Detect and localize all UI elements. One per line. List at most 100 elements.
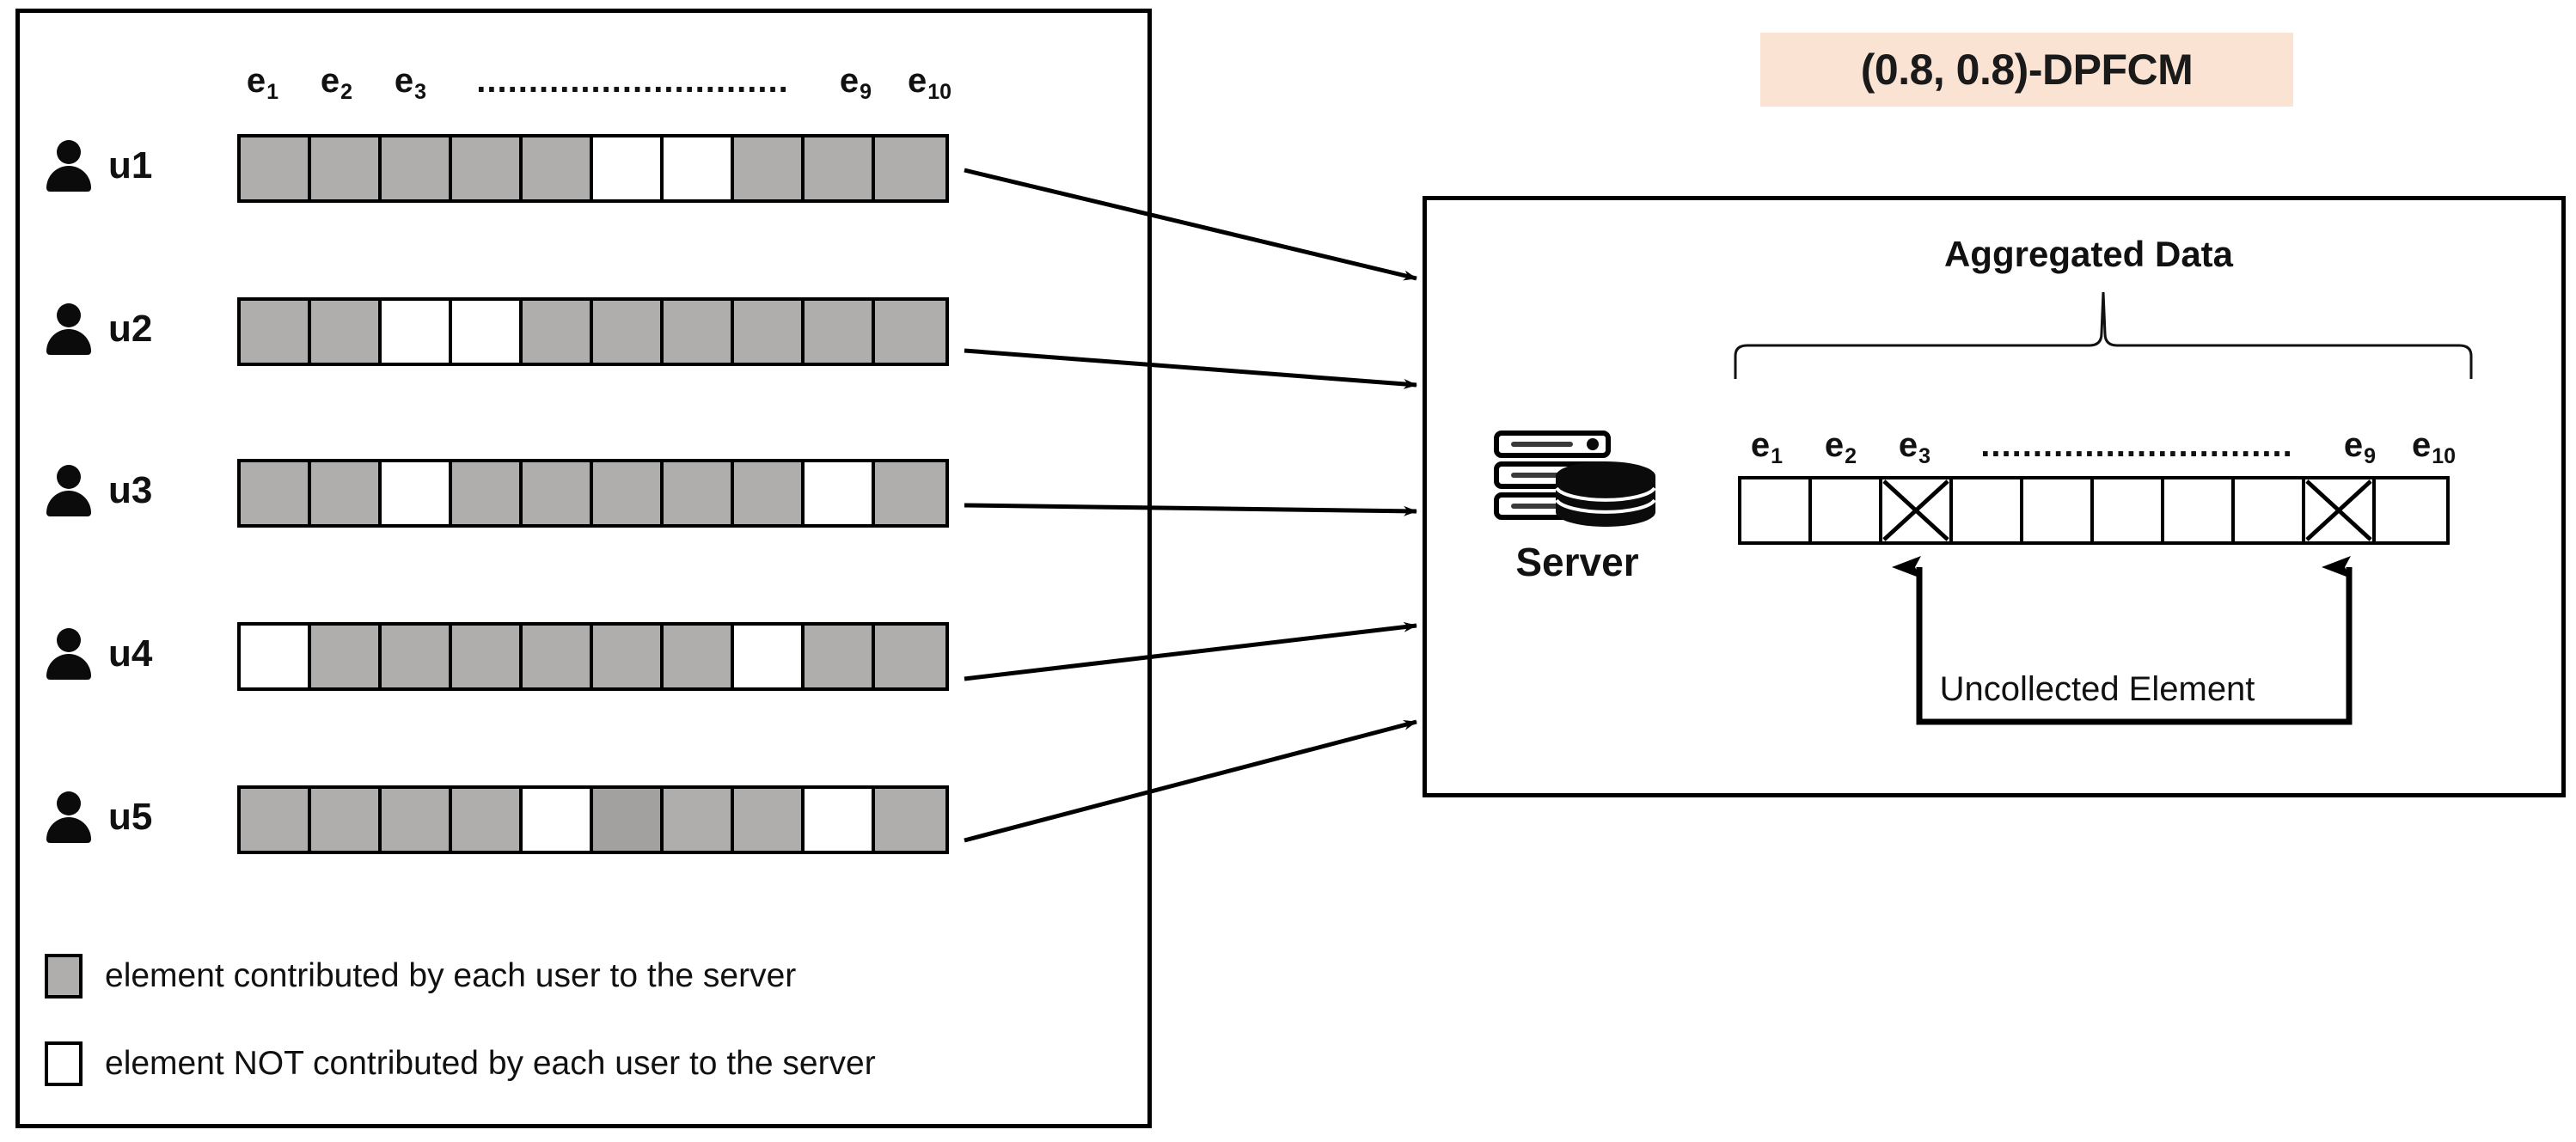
user-icon	[45, 303, 93, 355]
user-icon	[45, 791, 93, 843]
user-u3-cell-1[interactable]	[241, 462, 311, 524]
element-label-e3: e3	[394, 62, 427, 104]
aggregated-cell-1[interactable]	[1741, 479, 1812, 541]
user-u5-cell-6[interactable]	[593, 789, 664, 851]
user-u4-cell-4[interactable]	[452, 626, 523, 687]
user-u2-cell-3[interactable]	[382, 301, 452, 363]
user-u2-cell-10[interactable]	[875, 301, 945, 363]
user-u1-cell-4[interactable]	[452, 137, 523, 199]
agg-element-label-e2: e2	[1824, 426, 1857, 468]
aggregated-cell-8[interactable]	[2235, 479, 2305, 541]
user-u1-cell-3[interactable]	[382, 137, 452, 199]
user-u3-cell-9[interactable]	[805, 462, 875, 524]
server-database-icon	[1491, 431, 1663, 534]
user-u5-cell-10[interactable]	[875, 789, 945, 851]
user-u3-cell-10[interactable]	[875, 462, 945, 524]
user-bitmap-u2[interactable]	[237, 297, 949, 366]
user-u2-cell-6[interactable]	[593, 301, 664, 363]
user-row-u2: u2	[45, 292, 152, 366]
user-row-u3: u3	[45, 454, 152, 528]
element-label-e9: e9	[839, 62, 872, 104]
element-label-e1: e1	[246, 62, 279, 104]
legend-item-contributed: element contributed by each user to the …	[45, 954, 796, 998]
user-u5-cell-5[interactable]	[523, 789, 593, 851]
user-u2-cell-7[interactable]	[664, 301, 734, 363]
aggregated-cell-4[interactable]	[1953, 479, 2023, 541]
user-u1-cell-5[interactable]	[523, 137, 593, 199]
user-icon	[45, 465, 93, 516]
user-icon	[45, 628, 93, 680]
aggregated-cell-2[interactable]	[1812, 479, 1882, 541]
user-u4-cell-6[interactable]	[593, 626, 664, 687]
element-labels-row-aggregated: e1 e2 e3 .............................. …	[1729, 414, 2470, 468]
legend-text: element contributed by each user to the …	[105, 957, 797, 994]
aggregated-bitmap[interactable]	[1738, 476, 2450, 545]
aggregated-cell-5[interactable]	[2023, 479, 2094, 541]
agg-element-label-e10: e10	[2411, 426, 2457, 468]
user-u1-cell-7[interactable]	[664, 137, 734, 199]
user-u2-cell-1[interactable]	[241, 301, 311, 363]
aggregated-cell-7[interactable]	[2164, 479, 2235, 541]
user-u3-cell-7[interactable]	[664, 462, 734, 524]
user-label: u4	[108, 632, 153, 675]
user-u2-cell-5[interactable]	[523, 301, 593, 363]
title-badge: (0.8, 0.8)-DPFCM	[1760, 33, 2293, 107]
user-u4-cell-7[interactable]	[664, 626, 734, 687]
user-u1-cell-8[interactable]	[734, 137, 805, 199]
user-u3-cell-5[interactable]	[523, 462, 593, 524]
element-label-e10: e10	[907, 62, 952, 104]
aggregated-cell-3[interactable]	[1882, 479, 1953, 541]
user-label: u5	[108, 796, 153, 838]
user-u4-cell-5[interactable]	[523, 626, 593, 687]
user-bitmap-u5[interactable]	[237, 785, 949, 854]
user-u5-cell-7[interactable]	[664, 789, 734, 851]
user-u1-cell-6[interactable]	[593, 137, 664, 199]
user-u2-cell-8[interactable]	[734, 301, 805, 363]
user-bitmap-u3[interactable]	[237, 459, 949, 528]
user-u3-cell-4[interactable]	[452, 462, 523, 524]
user-label: u2	[108, 308, 153, 350]
user-u5-cell-1[interactable]	[241, 789, 311, 851]
aggregated-cell-6[interactable]	[2094, 479, 2164, 541]
user-u4-cell-1[interactable]	[241, 626, 311, 687]
user-bitmap-u4[interactable]	[237, 622, 949, 691]
user-u4-cell-2[interactable]	[311, 626, 382, 687]
agg-element-label-e1: e1	[1750, 426, 1784, 468]
agg-element-label-e9: e9	[2343, 426, 2377, 468]
legend-swatch-filled	[45, 954, 83, 998]
user-u1-cell-1[interactable]	[241, 137, 311, 199]
legend-swatch-empty	[45, 1041, 83, 1086]
user-u1-cell-10[interactable]	[875, 137, 945, 199]
user-u3-cell-6[interactable]	[593, 462, 664, 524]
user-u5-cell-4[interactable]	[452, 789, 523, 851]
user-u2-cell-9[interactable]	[805, 301, 875, 363]
user-u2-cell-2[interactable]	[311, 301, 382, 363]
user-u4-cell-9[interactable]	[805, 626, 875, 687]
user-u5-cell-3[interactable]	[382, 789, 452, 851]
user-u5-cell-2[interactable]	[311, 789, 382, 851]
user-u3-cell-8[interactable]	[734, 462, 805, 524]
user-row-u5: u5	[45, 780, 152, 854]
user-u2-cell-4[interactable]	[452, 301, 523, 363]
user-u1-cell-2[interactable]	[311, 137, 382, 199]
user-u3-cell-2[interactable]	[311, 462, 382, 524]
user-bitmap-u1[interactable]	[237, 134, 949, 203]
user-u5-cell-8[interactable]	[734, 789, 805, 851]
user-u5-cell-9[interactable]	[805, 789, 875, 851]
user-u1-cell-9[interactable]	[805, 137, 875, 199]
legend-text: element NOT contributed by each user to …	[105, 1045, 876, 1082]
aggregated-cell-10[interactable]	[2376, 479, 2446, 541]
uncollected-element-label: Uncollected Element	[1939, 670, 2255, 708]
user-u3-cell-3[interactable]	[382, 462, 452, 524]
aggregated-brace	[1734, 289, 2473, 383]
agg-element-label-e3: e3	[1898, 426, 1931, 468]
user-icon	[45, 140, 93, 192]
element-label-e2: e2	[320, 62, 353, 104]
user-u4-cell-3[interactable]	[382, 626, 452, 687]
aggregated-cell-9[interactable]	[2305, 479, 2376, 541]
user-row-u1: u1	[45, 129, 152, 203]
user-u4-cell-8[interactable]	[734, 626, 805, 687]
user-row-u4: u4	[45, 617, 152, 691]
user-u4-cell-10[interactable]	[875, 626, 945, 687]
